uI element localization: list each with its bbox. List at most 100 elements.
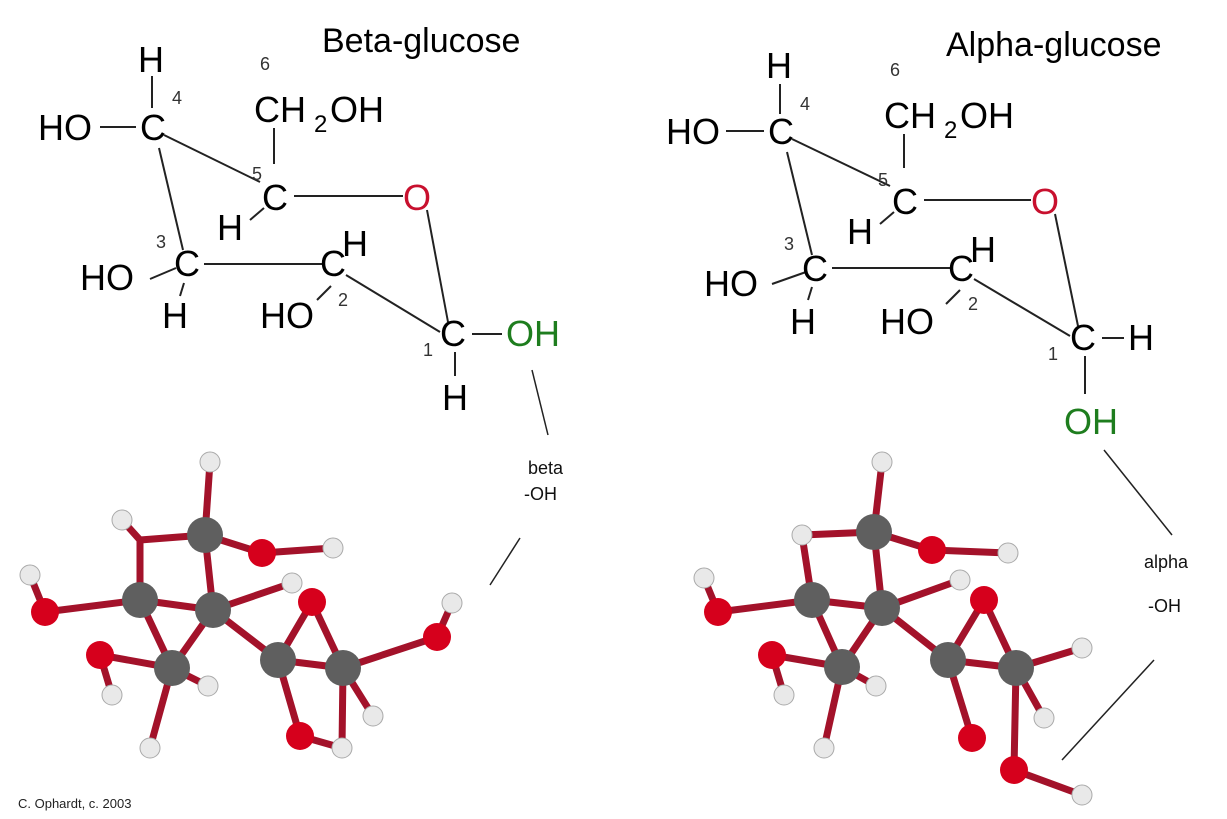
- carbon-number-3: 3: [156, 232, 166, 252]
- carbon-number-2: 2: [338, 290, 348, 310]
- model-hydrogen-ball: [111, 509, 133, 531]
- atom-c2: C: [320, 243, 346, 284]
- atom-h-c1: H: [1128, 317, 1154, 358]
- model-carbon-ball: [856, 514, 892, 550]
- model-carbon-ball: [122, 582, 158, 618]
- model-hydrogen-ball: [773, 684, 795, 706]
- model-hydrogen-ball: [791, 524, 813, 546]
- model-oxygen-ball: [248, 539, 276, 567]
- model-hydrogen-ball: [1071, 637, 1093, 659]
- bond-c2-c1: [973, 278, 1071, 337]
- model-hydrogen-ball: [19, 564, 41, 586]
- model-carbon-ball: [824, 649, 860, 685]
- alpha-callout-line1: alpha: [1144, 552, 1189, 572]
- atom-ch2oh-oh: OH: [330, 89, 384, 130]
- model-carbon-ball: [998, 650, 1034, 686]
- bond-c3-ho: [771, 271, 807, 285]
- atom-h-c3: H: [162, 295, 188, 336]
- model-oxygen-ball: [286, 722, 314, 750]
- alpha-title: Alpha-glucose: [946, 26, 1161, 64]
- atom-ch2oh-ch: CH: [884, 95, 936, 136]
- model-carbon-ball: [260, 642, 296, 678]
- beta-model-bonds: [26, 458, 456, 752]
- alpha-carbon-numbers: 1 2 3 4 5 6: [784, 60, 1058, 364]
- atom-h-c1: H: [442, 377, 468, 418]
- atom-ch2oh-ch: CH: [254, 89, 306, 130]
- model-hydrogen-ball: [197, 675, 219, 697]
- alpha-model-bonds: [700, 458, 1086, 799]
- model-carbon-ball: [325, 650, 361, 686]
- model-hydrogen-ball: [871, 451, 893, 473]
- carbon-number-1: 1: [423, 340, 433, 360]
- atom-ho-c2: HO: [880, 301, 934, 342]
- atom-ho-c2: HO: [260, 295, 314, 336]
- model-hydrogen-ball: [331, 737, 353, 759]
- carbon-number-5: 5: [878, 170, 888, 190]
- atom-h-c4: H: [138, 39, 164, 80]
- alpha-callout-line-top: [1103, 449, 1173, 536]
- model-carbon-ball: [195, 592, 231, 628]
- model-oxygen-ball: [86, 641, 114, 669]
- atom-h-c5: H: [217, 207, 243, 248]
- bond-c3-h: [179, 282, 185, 297]
- bond-c2-c1: [345, 274, 441, 333]
- atom-c3: C: [802, 248, 828, 289]
- carbon-number-6: 6: [890, 60, 900, 80]
- atom-h-c2: H: [342, 223, 368, 264]
- model-hydrogen-ball: [693, 567, 715, 589]
- atom-c1: C: [1070, 317, 1096, 358]
- model-hydrogen-ball: [322, 537, 344, 559]
- beta-structure-atoms: H HO C C H CH 2 OH O HO C H C H HO C OH …: [38, 39, 560, 418]
- model-hydrogen-ball: [281, 572, 303, 594]
- model-oxygen-ball: [423, 623, 451, 651]
- alpha-model-atoms: [693, 451, 1093, 806]
- model-oxygen-ball: [918, 536, 946, 564]
- model-hydrogen-ball: [199, 451, 221, 473]
- bond-c2-ho: [945, 289, 961, 305]
- carbon-number-6: 6: [260, 54, 270, 74]
- atom-ring-oxygen: O: [403, 177, 431, 218]
- atom-c3: C: [174, 243, 200, 284]
- carbon-number-5: 5: [252, 164, 262, 184]
- alpha-ball-and-stick-model: [693, 451, 1093, 806]
- model-hydrogen-ball: [139, 737, 161, 759]
- atom-ho-c4: HO: [38, 107, 92, 148]
- atom-ch2oh-oh: OH: [960, 95, 1014, 136]
- beta-carbon-numbers: 1 2 3 4 5 6: [156, 54, 433, 360]
- model-hydrogen-ball: [949, 569, 971, 591]
- model-hydrogen-ball: [1071, 784, 1093, 806]
- alpha-callout-line-bottom: [1061, 659, 1155, 761]
- bond-c3-h: [807, 286, 813, 301]
- model-oxygen-ball: [298, 588, 326, 616]
- model-hydrogen-ball: [813, 737, 835, 759]
- atom-h-c4: H: [766, 45, 792, 86]
- model-carbon-ball: [187, 517, 223, 553]
- beta-structure-bonds: [100, 76, 502, 376]
- atom-h-c2: H: [970, 229, 996, 270]
- atom-ring-oxygen: O: [1031, 181, 1059, 222]
- model-hydrogen-ball: [1033, 707, 1055, 729]
- model-oxygen-ball: [704, 598, 732, 626]
- atom-anomeric-oh: OH: [506, 313, 560, 354]
- model-hydrogen-ball: [362, 705, 384, 727]
- model-oxygen-ball: [958, 724, 986, 752]
- carbon-number-2: 2: [968, 294, 978, 314]
- model-oxygen-ball: [758, 641, 786, 669]
- atom-c1: C: [440, 313, 466, 354]
- beta-callout-line2: -OH: [524, 484, 557, 504]
- alpha-callout-line2: -OH: [1148, 596, 1181, 616]
- atom-ho-c3: HO: [704, 263, 758, 304]
- carbon-number-1: 1: [1048, 344, 1058, 364]
- atom-c4: C: [768, 111, 794, 152]
- model-carbon-ball: [154, 650, 190, 686]
- atom-h-c5: H: [847, 211, 873, 252]
- model-carbon-ball: [930, 642, 966, 678]
- alpha-glucose-diagram: Alpha-glucose H HO C C H CH: [666, 26, 1189, 806]
- bond-c2-ho: [316, 285, 332, 301]
- carbon-number-4: 4: [172, 88, 182, 108]
- beta-glucose-panel: Beta-glucose H HO C C H CH: [19, 22, 564, 759]
- atom-ho-c3: HO: [80, 257, 134, 298]
- carbon-number-3: 3: [784, 234, 794, 254]
- atom-c5: C: [892, 181, 918, 222]
- credit-text: C. Ophardt, c. 2003: [18, 796, 132, 811]
